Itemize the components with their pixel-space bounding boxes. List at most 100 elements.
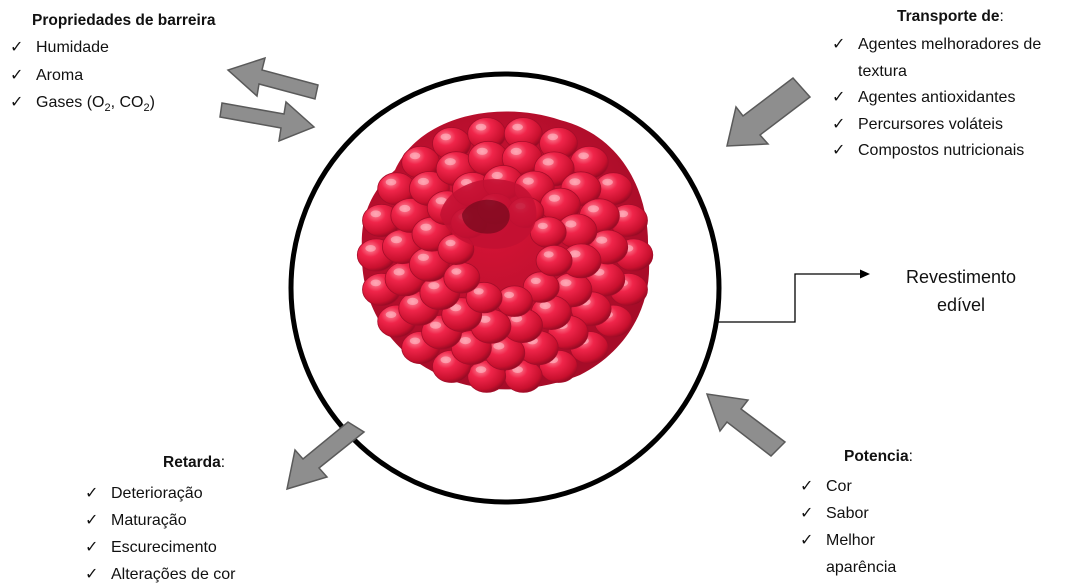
- raspberry-drupelet-highlight: [410, 338, 421, 345]
- enhance-item-appearance: Melhor aparência: [826, 532, 896, 576]
- check-icon: ✓: [832, 112, 845, 139]
- raspberry-drupelet-highlight: [543, 158, 554, 165]
- raspberry-drupelet-highlight: [476, 366, 487, 373]
- check-icon: ✓: [85, 534, 98, 561]
- arrow-retard-out: [287, 422, 364, 489]
- raspberry-drupelet-highlight: [445, 158, 456, 165]
- raspberry-drupelet-highlight: [386, 311, 397, 318]
- coating-connector-arrowhead: [860, 270, 870, 279]
- raspberry-drupelet-highlight: [492, 172, 503, 179]
- gases-prefix: Gases (O: [36, 94, 104, 111]
- raspberry-drupelet-highlight: [428, 282, 439, 289]
- list-item: ✓ Agentes antioxidantes: [832, 85, 1070, 112]
- raspberry-drupelet-highlight: [504, 292, 514, 298]
- retard-item-color-change: Alterações de cor: [111, 566, 236, 583]
- check-icon: ✓: [832, 138, 845, 165]
- check-icon: ✓: [10, 34, 23, 62]
- raspberry-drupelet-highlight: [560, 279, 571, 286]
- barrier-list: ✓ Humidade ✓ Aroma ✓ Gases (O2, CO2): [10, 34, 216, 117]
- transport-item-texture: Agentes melhoradores de textura: [858, 36, 1041, 80]
- raspberry-drupelet-highlight: [493, 342, 504, 349]
- retard-title-colon: :: [221, 454, 225, 471]
- raspberry-drupelet-highlight: [596, 237, 607, 244]
- check-icon: ✓: [800, 500, 813, 527]
- raspberry-drupelet-highlight: [418, 254, 429, 261]
- arrow-barrier-out: [228, 58, 318, 99]
- barrier-properties-block: Propriedades de barreira ✓ Humidade ✓ Ar…: [10, 10, 216, 117]
- raspberry-drupelet-highlight: [540, 302, 551, 309]
- raspberry-drupelet-highlight: [407, 298, 418, 305]
- transport-block: Transporte de: ✓ Agentes melhoradores de…: [832, 6, 1070, 165]
- check-icon: ✓: [832, 32, 845, 59]
- coating-label-line1: Revestimento: [880, 263, 1042, 291]
- coating-connector-line: [718, 274, 862, 322]
- raspberry-drupelet-highlight: [588, 205, 599, 212]
- raspberry-drupelet-highlight: [531, 278, 541, 284]
- enhance-block: Potencia: ✓ Cor ✓ Sabor ✓ Melhor aparênc…: [800, 446, 940, 581]
- check-icon: ✓: [85, 561, 98, 588]
- raspberry-drupelet-highlight: [544, 251, 554, 257]
- retard-item-ripening: Maturação: [111, 512, 187, 529]
- enhance-list: ✓ Cor ✓ Sabor ✓ Melhor aparência: [800, 473, 940, 581]
- retard-item-browning: Escurecimento: [111, 539, 217, 556]
- retard-block: Retarda: ✓ Deterioração ✓ Maturação ✓ Es…: [85, 452, 236, 588]
- transport-item-antioxidants: Agentes antioxidantes: [858, 89, 1015, 106]
- raspberry-drupelet-highlight: [399, 205, 410, 212]
- raspberry-drupelet-highlight: [523, 178, 534, 185]
- list-item: ✓ Agentes melhoradores de textura: [832, 32, 1070, 85]
- raspberry-drupelet-highlight: [511, 148, 522, 155]
- check-icon: ✓: [10, 89, 23, 117]
- transport-item-volatiles: Percursores voláteis: [858, 116, 1003, 133]
- enhance-title-text: Potencia: [844, 448, 909, 465]
- list-item: ✓ Sabor: [800, 500, 940, 527]
- transport-title-colon: :: [1000, 8, 1004, 25]
- list-item: ✓ Aroma: [10, 62, 216, 90]
- raspberry-drupelet-highlight: [386, 179, 397, 186]
- arrow-enhance-in: [707, 394, 785, 456]
- raspberry-drupelet-highlight: [549, 195, 560, 202]
- barrier-item-gases: Gases (O2, CO2): [36, 94, 155, 111]
- gases-mid: , CO: [111, 94, 144, 111]
- raspberry-drupelet-highlight: [548, 134, 559, 141]
- list-item: ✓ Alterações de cor: [85, 561, 236, 588]
- retard-list: ✓ Deterioração ✓ Maturação ✓ Escurecimen…: [85, 480, 236, 588]
- retard-item-deterioration: Deterioração: [111, 485, 203, 502]
- raspberry-drupelet-highlight: [569, 178, 580, 185]
- enhance-title-colon: :: [909, 448, 913, 465]
- retard-title-text: Retarda: [163, 454, 221, 471]
- raspberry-drupelet-highlight: [371, 280, 382, 287]
- raspberry-drupelet-highlight: [451, 268, 461, 274]
- raspberry-drupelet-highlight: [418, 178, 429, 185]
- raspberry-drupelet-highlight: [446, 240, 456, 246]
- check-icon: ✓: [832, 85, 845, 112]
- raspberry-drupelet-highlight: [565, 220, 576, 227]
- raspberry-drupelet-highlight: [512, 124, 523, 131]
- list-item: ✓ Percursores voláteis: [832, 112, 1070, 139]
- raspberry-drupelet-highlight: [476, 124, 487, 131]
- list-item: ✓ Escurecimento: [85, 534, 236, 561]
- raspberry-drupelet-highlight: [365, 245, 376, 252]
- raspberry-drupelet-highlight: [441, 134, 452, 141]
- list-item: ✓ Maturação: [85, 507, 236, 534]
- raspberry-drupelet: [444, 263, 480, 294]
- list-item: ✓ Compostos nutricionais: [832, 138, 1070, 165]
- raspberry-drupelet-highlight: [441, 356, 452, 363]
- transport-list: ✓ Agentes melhoradores de textura ✓ Agen…: [832, 32, 1070, 165]
- raspberry-drupelet-highlight: [394, 268, 405, 275]
- raspberry-drupelet-highlight: [371, 210, 382, 217]
- list-item: ✓ Humidade: [10, 34, 216, 62]
- raspberry-illustration: [357, 112, 653, 393]
- raspberry-drupelet-highlight: [538, 223, 548, 229]
- list-item: ✓ Cor: [800, 473, 940, 500]
- barrier-item-aroma: Aroma: [36, 67, 83, 84]
- arrow-barrier-in: [220, 102, 314, 141]
- raspberry-drupelet-highlight: [430, 322, 441, 329]
- raspberry-drupelet-highlight: [391, 236, 402, 243]
- list-item: ✓ Melhor aparência: [800, 527, 940, 581]
- raspberry-drupelet-highlight: [460, 337, 471, 344]
- retard-title: Retarda:: [163, 452, 236, 474]
- coating-label: Revestimento edível: [880, 263, 1042, 319]
- raspberry-drupelet-highlight: [477, 148, 488, 155]
- raspberry-drupelet-highlight: [578, 152, 589, 159]
- transport-item-nutritional: Compostos nutricionais: [858, 142, 1024, 159]
